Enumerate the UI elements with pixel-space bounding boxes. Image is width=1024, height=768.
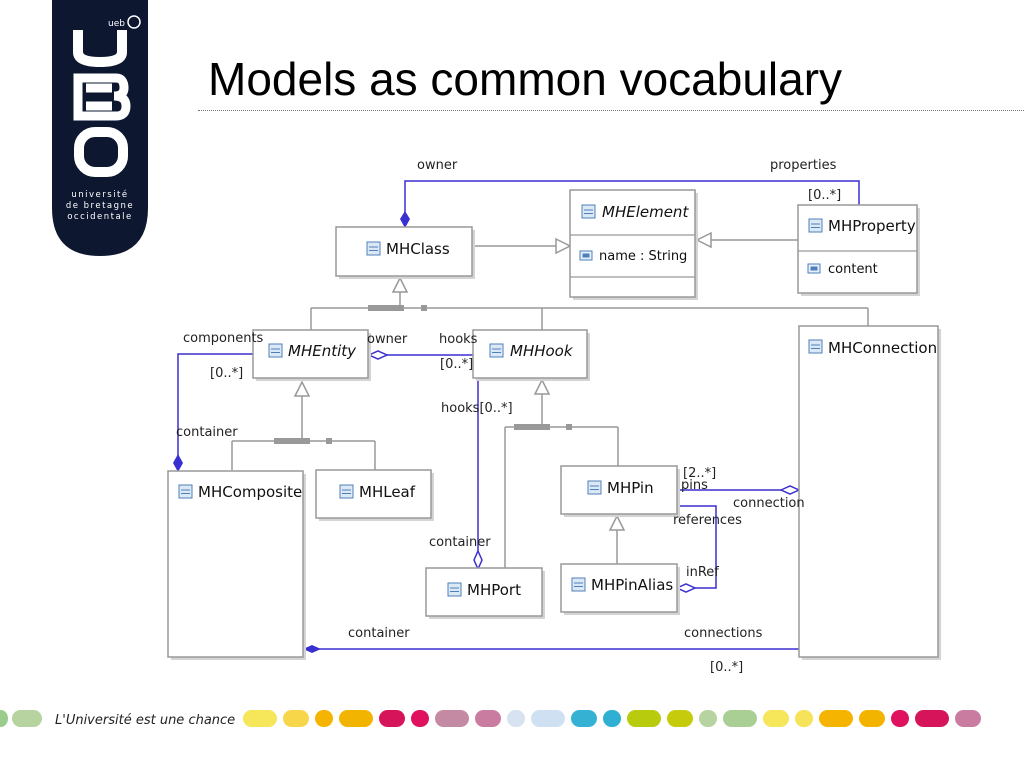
label-references: references [673,513,742,528]
label-owner: owner [417,158,458,173]
label-pins: pins [681,478,708,493]
label-connections-mult: [0..*] [710,660,743,675]
class-mhpinalias[interactable]: MHPinAlias [560,563,680,615]
label-inref: inRef [686,565,719,580]
label-hooks: hooks [439,332,478,347]
class-name: MHComposite [198,483,302,501]
label-container-port: container [429,535,491,550]
label-container-composite: container [176,425,238,440]
footer-pill [699,710,717,727]
title-divider [198,110,1024,111]
class-name: MHClass [386,240,450,258]
ubo-logo: université de bretagne occidentale ueb [52,0,148,256]
label-pins-mult: [2..*] [683,466,716,481]
association-labels: owner properties [0..*] components owner… [176,158,841,675]
footer-pill [603,710,621,727]
footer-pill [795,710,813,727]
class-name: MHPort [467,581,521,599]
footer-pill [531,710,565,727]
label-components: components [183,331,264,346]
page-title: Models as common vocabulary [208,53,843,105]
footer-pill [915,710,949,727]
label-components-mult: [0..*] [210,366,243,381]
footer-pill [819,710,853,727]
footer-pill [475,710,501,727]
footer-pill [763,710,789,727]
logo-tagline-3: occidentale [67,212,133,222]
class-name: MHPinAlias [591,576,673,594]
class-mhhook[interactable]: MHHook [472,329,590,381]
footer-pills [243,710,981,727]
footer-pill [435,710,469,727]
class-mhclass[interactable]: MHClass [335,226,475,279]
label-properties: properties [770,158,837,173]
footer-pill [379,710,405,727]
label-connections: connections [684,626,763,641]
footer-pill [859,710,885,727]
label-connection: connection [733,496,805,511]
class-name: MHProperty [828,217,916,235]
class-name: MHElement [602,203,689,221]
footer-pill [891,710,909,727]
label-properties-mult: [0..*] [808,188,841,203]
footer-pill [507,710,525,727]
footer-left-pills [0,710,42,727]
footer-pill [571,710,597,727]
attribute: content [828,262,878,277]
class-mhcomposite[interactable]: MHComposite [167,470,306,660]
footer-slogan: L'Université est une chance [55,713,235,728]
class-name: MHPin [607,479,654,497]
footer-pill [243,710,277,727]
footer-pill [723,710,757,727]
label-hooks-mult: [0..*] [440,357,473,372]
class-mhleaf[interactable]: MHLeaf [315,469,434,521]
class-mhpin[interactable]: MHPin [560,465,680,517]
class-mhentity[interactable]: MHEntity [252,329,371,381]
ueb-mark: ueb [108,19,125,29]
class-name: MHLeaf [359,483,416,501]
footer-pill [283,710,309,727]
class-mhport[interactable]: MHPort [425,567,545,619]
footer-pill [667,710,693,727]
footer-pill [411,710,429,727]
associations [173,180,860,653]
label-container-bottom: container [348,626,410,641]
footer-pill [12,710,42,727]
class-name: MHHook [510,342,574,360]
footer-pill [339,710,373,727]
footer-pill [315,710,333,727]
attribute: name : String [599,249,687,264]
generalizations [231,231,869,568]
footer-pill [627,710,661,727]
footer-pill [0,710,8,727]
label-owner-entity: owner [367,332,408,347]
logo-tagline-1: université [71,189,128,200]
class-mhelement[interactable]: MHElement name : String [569,189,698,300]
class-name: MHEntity [288,342,357,360]
footer-band: L'Université est une chance [0,710,981,728]
class-mhconnection[interactable]: MHConnection [798,325,941,660]
footer-pill [955,710,981,727]
logo-tagline-2: de bretagne [66,201,134,211]
class-name: MHConnection [828,339,937,357]
class-mhproperty[interactable]: MHProperty content [797,204,920,296]
label-hooks-port: hooks[0..*] [441,401,513,416]
